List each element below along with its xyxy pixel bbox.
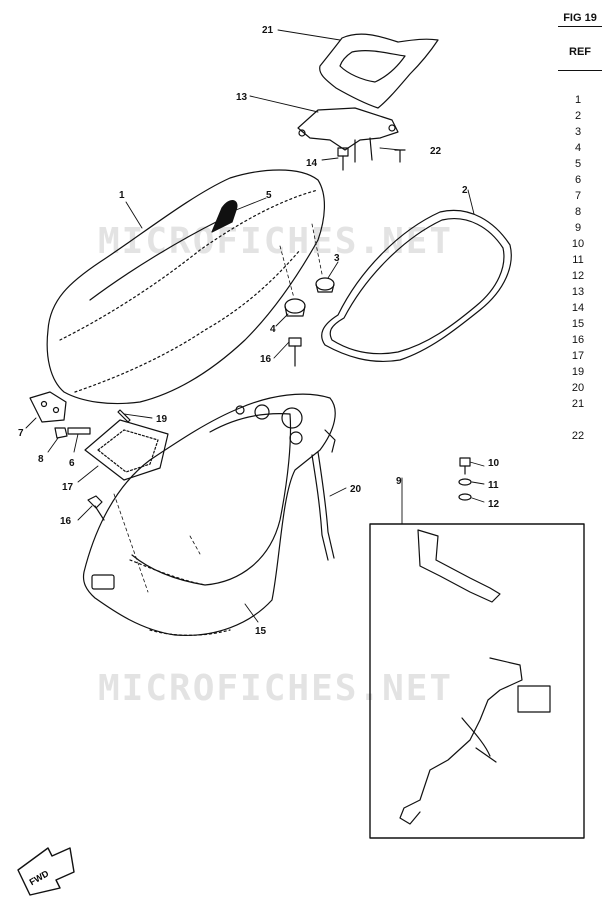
ref-number: 19 xyxy=(571,366,585,378)
ref-number: 13 xyxy=(571,286,585,298)
ref-number: 17 xyxy=(571,350,585,362)
ref-number: 12 xyxy=(571,270,585,282)
callout-5: 5 xyxy=(266,190,272,201)
ref-number: 22 xyxy=(571,430,585,442)
damper-4-part xyxy=(284,298,306,317)
helmet-box-part xyxy=(82,393,336,637)
seal-gasket-part xyxy=(321,209,512,362)
bolt-22-part xyxy=(394,149,406,163)
callout-1: 1 xyxy=(119,190,125,201)
leader-lines xyxy=(25,29,485,623)
nut-8-part xyxy=(54,427,68,439)
callout-14: 14 xyxy=(306,158,318,169)
ref-number: 1 xyxy=(574,94,582,106)
drain-hose-part xyxy=(311,451,335,561)
ref-number: 7 xyxy=(574,190,582,202)
ref-number: 16 xyxy=(571,334,585,346)
bolt-6-part xyxy=(67,427,91,435)
callout-12: 12 xyxy=(488,499,500,510)
ref-number: 20 xyxy=(571,382,585,394)
forward-arrow-label: FWD xyxy=(28,868,51,887)
assembly-lines xyxy=(113,223,323,593)
ref-number: 9 xyxy=(574,222,582,234)
callout-2: 2 xyxy=(462,185,468,196)
callout-21: 21 xyxy=(262,25,274,36)
ref-number: 11 xyxy=(572,254,584,266)
callout-22: 22 xyxy=(430,146,442,157)
seat-lock-assembly-box xyxy=(369,523,585,839)
ref-number: 2 xyxy=(574,110,582,122)
damper-3-part xyxy=(315,277,335,293)
ref-number: 5 xyxy=(574,158,582,170)
forward-arrow-icon xyxy=(17,847,75,896)
rear-cushion-part xyxy=(319,33,439,109)
bolt-14-part xyxy=(337,147,349,171)
ref-number: 15 xyxy=(571,318,585,330)
callout-6: 6 xyxy=(69,458,75,469)
ref-column-header: REF xyxy=(558,46,602,71)
bolt-16-lower-part xyxy=(87,495,105,521)
callout-17: 17 xyxy=(62,482,74,493)
figure-number: FIG 19 xyxy=(558,12,602,27)
bolt-10-part xyxy=(459,457,471,475)
washer-11-part xyxy=(458,478,472,486)
callout-15: 15 xyxy=(255,626,267,637)
seat-part xyxy=(46,169,326,405)
ref-number: 8 xyxy=(574,206,582,218)
watermark-bottom: MICROFICHES.NET xyxy=(98,668,453,709)
ref-number: 6 xyxy=(574,174,582,186)
callout-11: 11 xyxy=(488,480,499,491)
callout-3: 3 xyxy=(334,253,340,264)
washer-12-part xyxy=(458,493,472,501)
callout-13: 13 xyxy=(236,92,248,103)
callout-16-upper: 16 xyxy=(260,354,272,365)
ref-number: 14 xyxy=(571,302,585,314)
cover-17-part xyxy=(84,419,169,481)
callout-4: 4 xyxy=(270,324,276,335)
ref-number: 4 xyxy=(574,142,582,154)
callout-10: 10 xyxy=(488,458,500,469)
callout-20: 20 xyxy=(350,484,362,495)
callout-16-lower: 16 xyxy=(60,516,72,527)
hinge-bracket-part xyxy=(29,391,67,423)
callout-7: 7 xyxy=(18,428,24,439)
callout-19: 19 xyxy=(156,414,168,425)
emblem-part xyxy=(211,200,238,233)
callout-8: 8 xyxy=(38,454,44,465)
ref-number: 10 xyxy=(571,238,585,250)
callout-9: 9 xyxy=(396,476,402,487)
ref-number: 3 xyxy=(574,126,582,138)
bolt-16-upper-part xyxy=(288,337,302,367)
bracket-part xyxy=(297,107,399,163)
ref-number: 21 xyxy=(571,398,585,410)
